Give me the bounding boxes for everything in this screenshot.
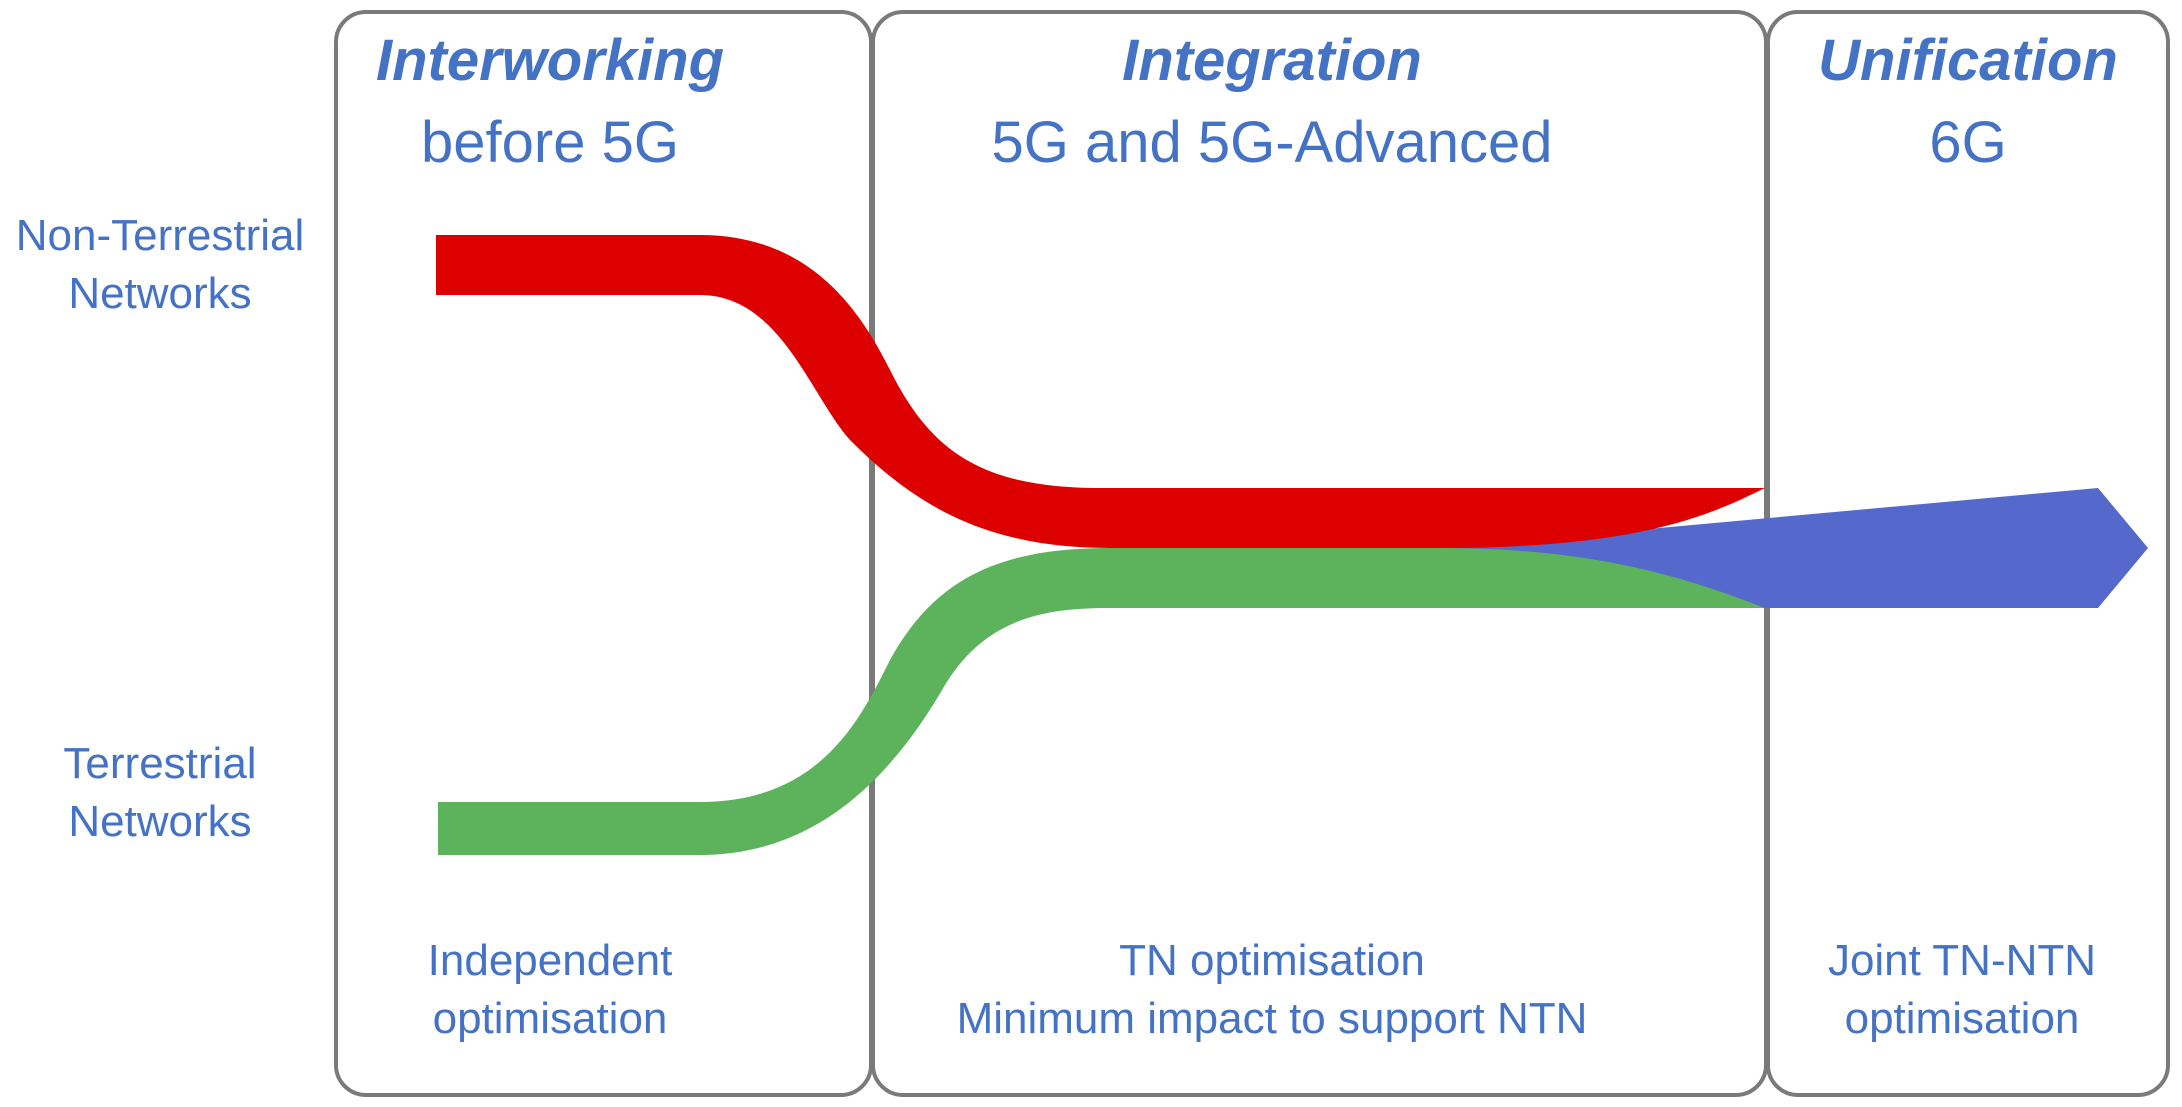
integration-note-line2: Minimum impact to support NTN bbox=[957, 994, 1588, 1043]
unification-note-line2: optimisation bbox=[1845, 994, 2080, 1043]
unification-note-line1: Joint TN-NTN bbox=[1828, 936, 2096, 985]
integration-phase-subtitle: 5G and 5G-Advanced bbox=[991, 110, 1552, 175]
non-terrestrial-label-line2: Networks bbox=[68, 269, 251, 318]
integration-phase-title: Integration bbox=[1122, 28, 1422, 93]
interworking-phase-title: Interworking bbox=[376, 28, 724, 93]
unification-phase-subtitle: 6G bbox=[1929, 110, 2006, 175]
interworking-note-line2: optimisation bbox=[433, 994, 668, 1043]
terrestrial-label-line1: Terrestrial bbox=[63, 739, 256, 788]
unification-phase-title: Unification bbox=[1818, 28, 2118, 93]
terrestrial-network-stream bbox=[438, 548, 1765, 855]
non-terrestrial-label-line1: Non-Terrestrial bbox=[16, 211, 305, 260]
interworking-phase-subtitle: before 5G bbox=[421, 110, 679, 175]
non-terrestrial-network-stream bbox=[436, 235, 1765, 548]
interworking-note-line1: Independent bbox=[428, 936, 673, 985]
integration-note-line1: TN optimisation bbox=[1119, 936, 1425, 985]
terrestrial-label-line2: Networks bbox=[68, 797, 251, 846]
